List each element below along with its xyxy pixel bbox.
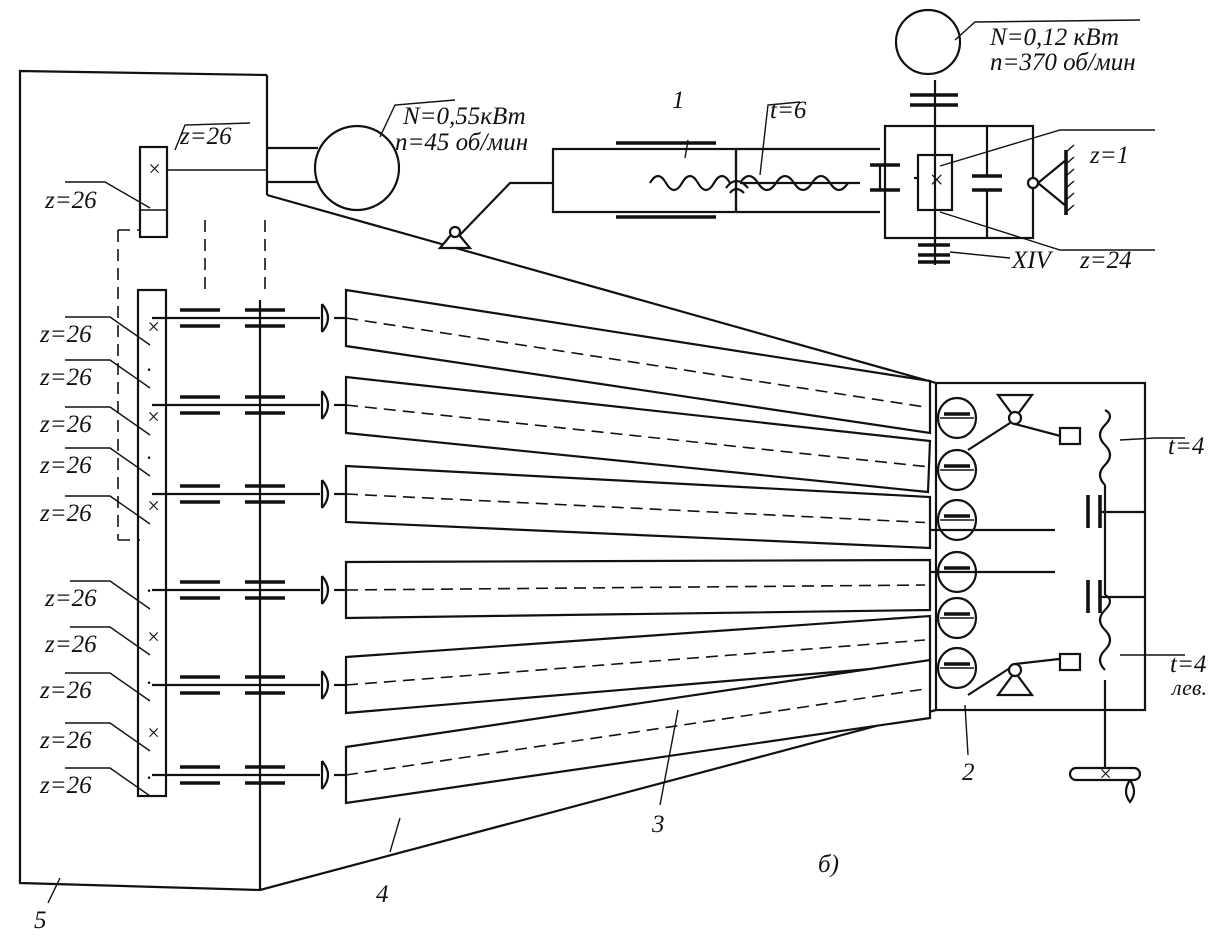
gear-stack-mark: · [146, 578, 152, 603]
roll-axis [345, 404, 926, 468]
universal-joint [321, 390, 330, 420]
gear-stack-mark: × [146, 624, 161, 649]
svg-text:×: × [928, 167, 945, 194]
gear-stack-mark: × [146, 314, 161, 339]
part-4: 4 [376, 881, 389, 908]
universal-joint [321, 479, 330, 509]
gear-stack-label: z=26 [39, 677, 92, 704]
part-5: 5 [34, 907, 47, 934]
gear-column: × [117, 145, 266, 798]
wheel-z: z=24 [1079, 247, 1132, 274]
gear-stack-mark: · [146, 765, 152, 790]
roll-axis [345, 493, 926, 524]
gear-stack-label: z=26 [44, 631, 97, 658]
main-motor [140, 124, 401, 212]
motor-main-speed: n=45 об/мин [395, 129, 528, 156]
motor-main-power: N=0,55кВт [402, 103, 526, 130]
gear-stack-label: z=26 [39, 364, 92, 391]
gear-stack-label: z=26 [44, 585, 97, 612]
roll-axis [345, 639, 926, 686]
stack-leader [70, 626, 151, 656]
stack-leader [65, 406, 151, 436]
universal-joint [321, 760, 330, 790]
svg-text:×: × [1098, 761, 1113, 786]
universal-joint [321, 670, 330, 700]
roll-axis [345, 688, 926, 776]
svg-text:×: × [147, 156, 162, 181]
gear-stack-label: z=26 [39, 727, 92, 754]
gear-stack-label: z=26 [39, 500, 92, 527]
labels: N=0,55кВт n=45 об/мин N=0,12 кВт n=370 о… [34, 24, 1207, 934]
stack-labels: z=26 × z=26 · z=26 × z=26 · z=26 × z=26 · z=26 × z=26 ·… [39, 314, 161, 799]
end-drive: × [930, 393, 1145, 804]
pitch-right-1: t=4 [1168, 433, 1204, 460]
gear-stack-mark: × [146, 404, 161, 429]
gear-top-a: z=26 [179, 123, 232, 150]
worm-z: z=1 [1089, 142, 1129, 169]
gear-stack-label: z=26 [39, 321, 92, 348]
stack-leader [65, 316, 151, 346]
stack-leader [65, 722, 151, 752]
motor-small-speed: n=370 об/мин [990, 49, 1136, 76]
worm-unit [437, 141, 880, 250]
figure-letter: б) [818, 851, 839, 878]
stack-leader [65, 359, 151, 389]
gear-stack-mark: · [146, 445, 152, 470]
part-2: 2 [962, 759, 975, 786]
roll-drum [344, 375, 932, 494]
leader-lines [47, 19, 1185, 904]
part-1: 1 [672, 87, 685, 114]
gear-stack-label: z=26 [39, 411, 92, 438]
universal-joint [321, 303, 330, 333]
stack-leader [65, 495, 151, 525]
reduction-box: × [870, 80, 1075, 265]
rolls [344, 288, 932, 805]
gear-stack-mark: · [146, 357, 152, 382]
spindle-shafts [152, 303, 346, 790]
roll-axis [345, 584, 926, 591]
shaft-roman: XIV [1011, 247, 1054, 274]
stack-leader [65, 447, 151, 477]
pitch-top: t=6 [770, 97, 807, 124]
stack-leaders [65, 316, 151, 797]
small-motor [894, 8, 962, 76]
part-3: 3 [651, 811, 665, 838]
roll-drum [344, 558, 932, 620]
stack-leader [65, 767, 151, 797]
motor-small-power: N=0,12 кВт [989, 24, 1119, 51]
pitch-right-2-note: лев. [1170, 675, 1207, 700]
gear-stack-label: z=26 [39, 772, 92, 799]
roll-axis [345, 317, 926, 408]
pitch-right-2: t=4 [1170, 651, 1206, 678]
roll-drum [344, 464, 932, 550]
stack-leader [70, 580, 151, 610]
universal-joint [321, 575, 330, 605]
gear-top-b: z=26 [44, 187, 97, 214]
main-housing [259, 193, 1147, 892]
gear-stack-mark: · [146, 670, 152, 695]
gear-stack-label: z=26 [39, 452, 92, 479]
stack-leader [65, 672, 151, 702]
roll-drum [344, 288, 932, 435]
gear-stack-mark: × [146, 493, 161, 518]
gear-stack-mark: × [146, 720, 161, 745]
